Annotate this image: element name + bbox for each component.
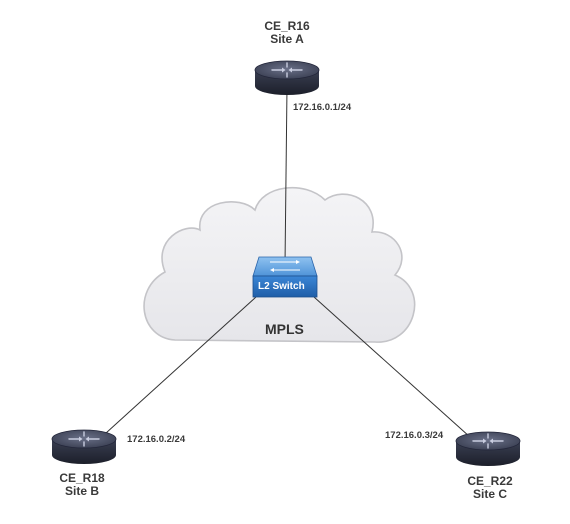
r18-site: Site B [64, 484, 99, 498]
r22-site: Site C [472, 487, 507, 501]
r22-ip: 172.16.0.3/24 [385, 430, 444, 441]
link-r16-switch [284, 86, 288, 266]
r18-label: CE_R18 Site B [47, 472, 117, 498]
router-icon-r22[interactable] [455, 431, 521, 467]
switch-label: L2 Switch [258, 281, 305, 292]
cloud-label: MPLS [265, 321, 304, 337]
links [94, 86, 471, 444]
l2-switch-icon[interactable] [252, 256, 318, 298]
r16-ip: 172.16.0.1/24 [293, 102, 352, 113]
r18-ip: 172.16.0.2/24 [127, 434, 186, 445]
router-icon-r18[interactable] [51, 429, 117, 465]
r16-site: Site A [270, 32, 304, 46]
r16-name: CE_R16 [264, 19, 310, 33]
r22-label: CE_R22 Site C [455, 475, 525, 501]
r22-name: CE_R22 [467, 474, 513, 488]
link-r22-switch [313, 296, 471, 438]
router-icon-r16[interactable] [254, 60, 320, 96]
r16-label: CE_R16 Site A [252, 20, 322, 46]
link-r18-switch [94, 296, 257, 444]
r18-name: CE_R18 [59, 471, 105, 485]
